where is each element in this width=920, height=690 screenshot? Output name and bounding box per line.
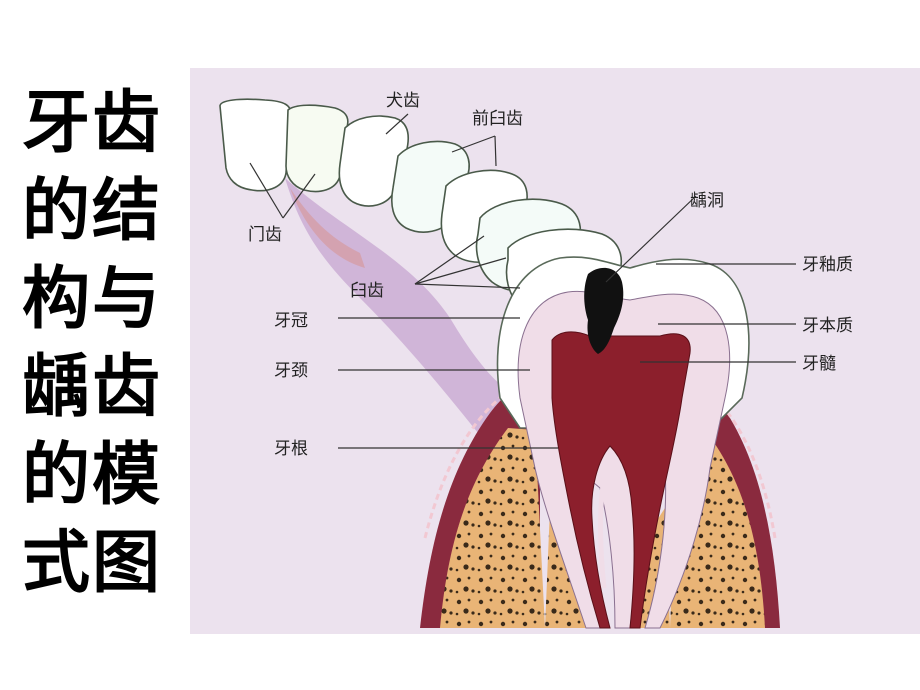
leader-lines (249, 113, 796, 449)
leader-premolar-b (494, 135, 497, 167)
incisor-1 (219, 98, 292, 192)
label-incisor: 门齿 (248, 225, 282, 245)
label-molar: 臼齿 (350, 281, 384, 301)
page-title: 牙齿的结构与龋齿的模式图 (22, 84, 163, 603)
label-enamel: 牙釉质 (802, 255, 853, 275)
incisor-2 (285, 104, 349, 193)
label-caries: 龋洞 (690, 191, 724, 211)
label-crown: 牙冠 (274, 311, 308, 331)
pulp-canal-highlight (598, 462, 611, 589)
alveolar-bone (440, 428, 545, 628)
gum-edge-left (423, 396, 501, 539)
leader-incisor-a (249, 162, 284, 219)
leader-premolar-a (451, 135, 496, 153)
label-dentin: 牙本质 (802, 316, 853, 336)
label-premolar: 前臼齿 (472, 109, 523, 129)
leader-molar-b (414, 257, 507, 285)
label-neck: 牙颈 (274, 361, 308, 381)
label-canine: 犬齿 (386, 91, 420, 111)
leader-canine (385, 113, 409, 135)
label-root: 牙根 (274, 439, 308, 459)
tooth-diagram: 犬齿 前臼齿 门齿 龋洞 臼齿 牙釉质 牙冠 牙本质 牙颈 牙髓 牙根 (190, 68, 920, 634)
leader-molar-c (414, 283, 521, 289)
gum-edge-right (713, 396, 777, 539)
caries-cavity (584, 267, 624, 354)
pulp-chamber (551, 331, 691, 629)
leader-incisor-b (282, 173, 316, 219)
leader-molar-a (414, 235, 485, 285)
gum-shadow-2 (290, 188, 365, 268)
label-pulp: 牙髓 (802, 354, 836, 374)
leader-caries (605, 195, 697, 283)
